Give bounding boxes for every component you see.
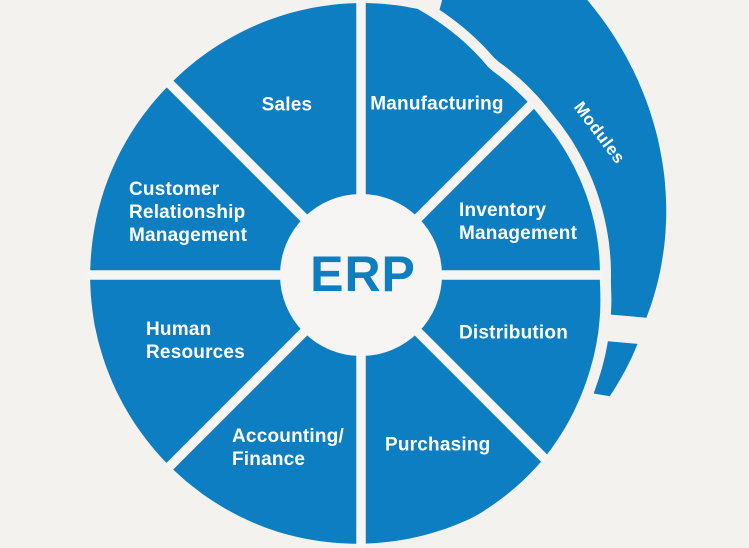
segment-label-sales: Sales: [261, 94, 313, 116]
center-hub-circle: [280, 194, 442, 356]
wedge-sales: [170, 3, 361, 275]
modules-arc-band: [439, 0, 667, 397]
segment-label-inventory-management: Inventory Management: [459, 199, 578, 244]
segment-label-manufacturing: Manufacturing: [370, 93, 504, 115]
segment-label-purchasing: Purchasing: [385, 434, 491, 456]
wedge-purchasing: [361, 275, 545, 544]
modules-arc: [439, 0, 667, 318]
wedge-accounting-finance: [169, 275, 361, 544]
wedge-customer-relationship-management: [90, 84, 361, 275]
modules-arc-end-piece: [593, 341, 638, 397]
segment-label-human-resources: Human Resources: [146, 318, 245, 363]
center-label-erp: ERP: [310, 246, 416, 302]
segment-label-customer-relationship-management: Customer Relationship Management: [129, 179, 248, 247]
wedge-human-resources: [90, 275, 361, 467]
segment-label-accounting-finance: Accounting/ Finance: [232, 425, 344, 470]
segment-label-distribution: Distribution: [459, 322, 568, 344]
